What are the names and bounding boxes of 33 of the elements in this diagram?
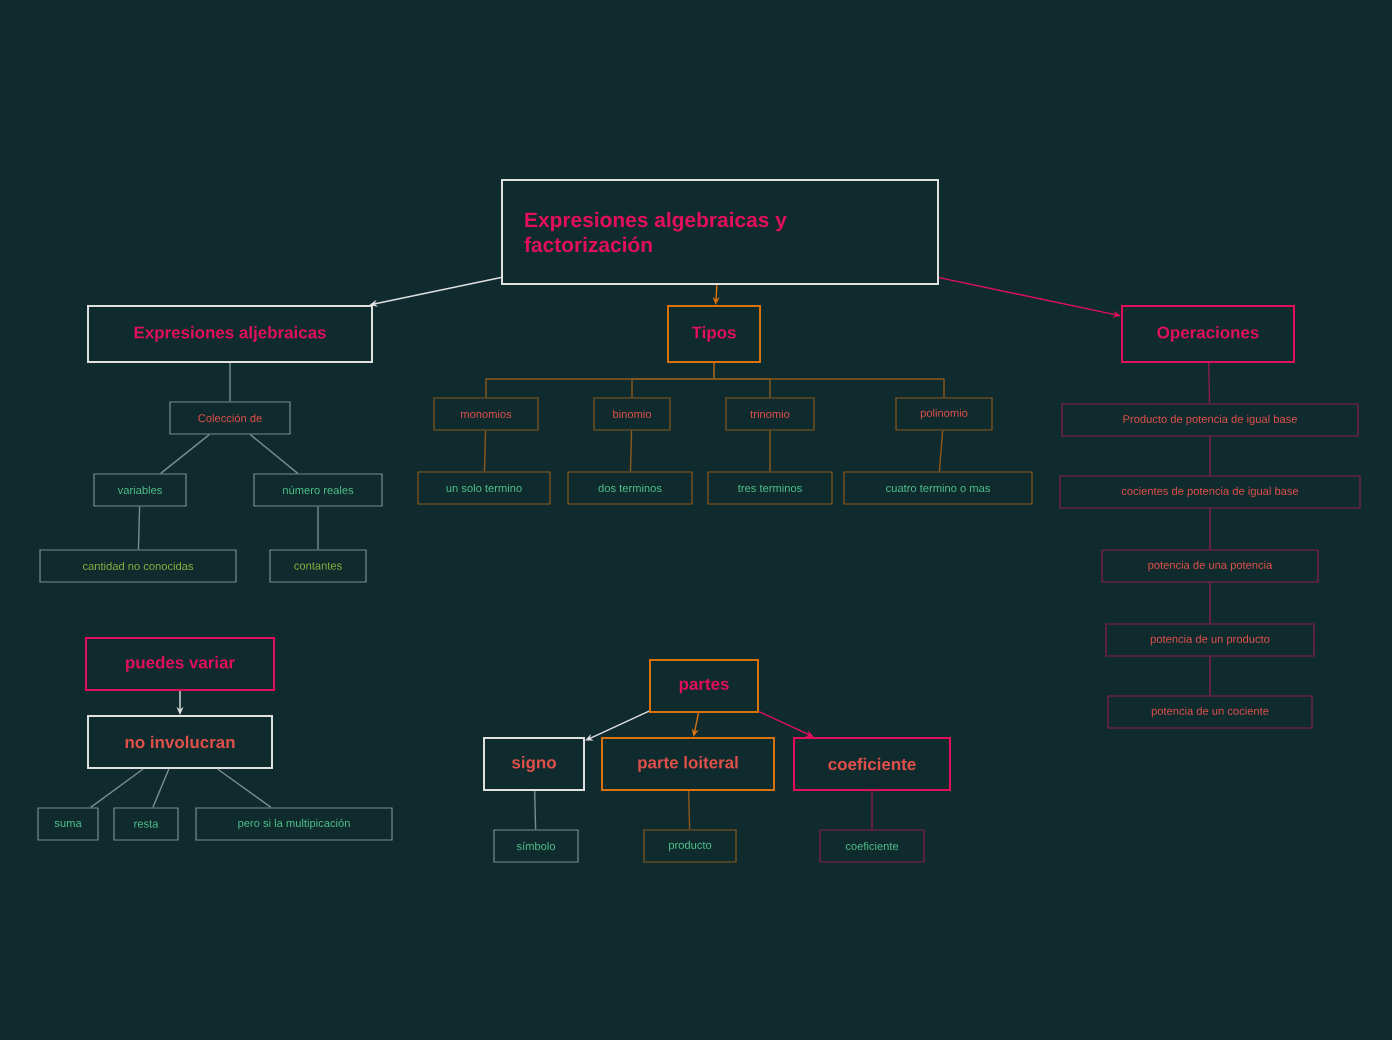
connector: [1209, 655, 1211, 697]
connector: [229, 362, 231, 403]
topic-box: parte loiteral: [601, 737, 775, 791]
connector: [90, 768, 144, 809]
connector: [152, 768, 170, 809]
connector: [629, 429, 633, 473]
connector: [249, 433, 299, 475]
connector: [533, 790, 537, 831]
topic-box: coeficiente: [793, 737, 951, 791]
topic-box: Expresiones aljebraicas: [87, 305, 373, 363]
topic-box: puedes variar: [85, 637, 275, 691]
title-box: Expresiones algebraicas y factorización: [501, 179, 939, 285]
topic-box: Operaciones: [1121, 305, 1295, 363]
connector: [938, 429, 944, 473]
connector: [216, 768, 272, 809]
connector: [713, 362, 945, 399]
connector: [585, 710, 650, 741]
connector: [160, 433, 210, 475]
topic-box: no involucran: [87, 715, 273, 769]
connector: [1209, 435, 1211, 477]
connector: [1209, 507, 1211, 551]
topic-box: Tipos: [667, 305, 761, 363]
connector: [1209, 581, 1211, 625]
connector: [1208, 362, 1211, 405]
connector: [871, 790, 873, 831]
connector: [687, 790, 691, 831]
connector: [938, 277, 1121, 318]
connector: [769, 429, 771, 473]
connector: [483, 429, 487, 473]
topic-box: signo: [483, 737, 585, 791]
connector: [317, 505, 319, 551]
topic-box: partes: [649, 659, 759, 713]
connector: [137, 505, 141, 551]
